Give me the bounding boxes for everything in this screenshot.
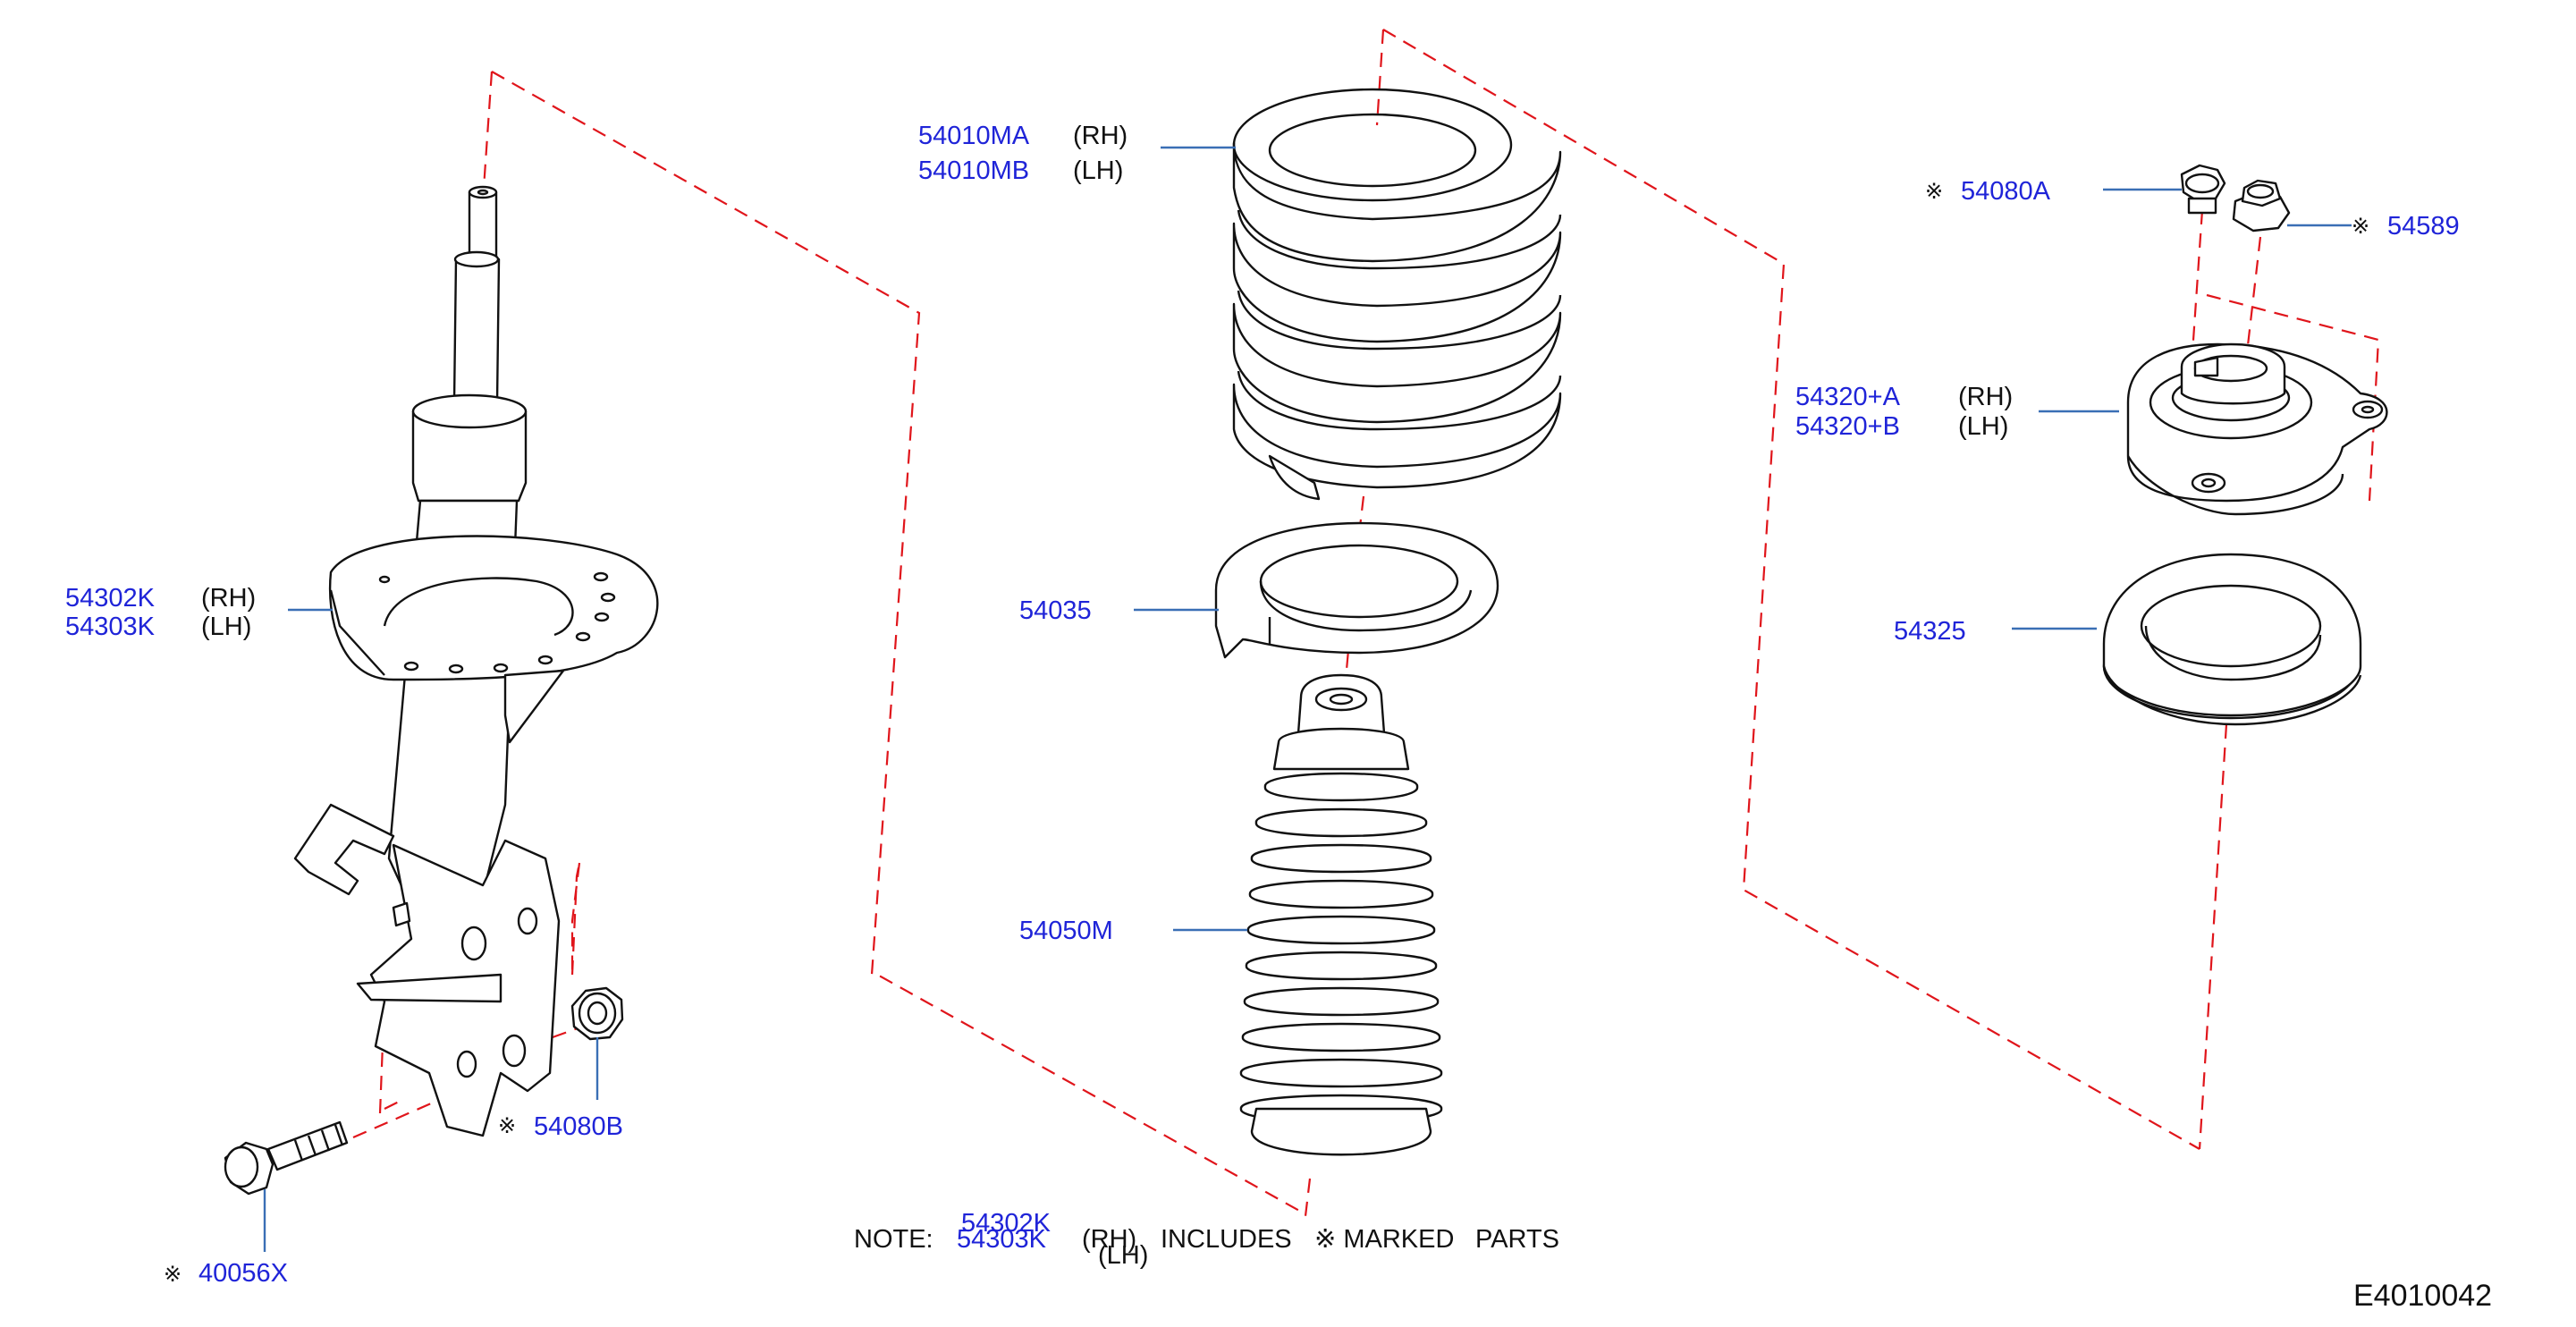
marker-symbol: ※ [498, 1114, 517, 1138]
bearing-54325-drawing [2102, 553, 2362, 726]
part-label-54010ma[interactable]: 54010MA [918, 122, 1030, 150]
note-prefix: NOTE: [854, 1225, 933, 1254]
part-label-54325[interactable]: 54325 [1894, 617, 1966, 646]
side-label-lh: (LH) [1958, 412, 2009, 441]
note-side-rh: (RH) [1082, 1225, 1137, 1254]
part-label-54080a[interactable]: 54080A [1961, 177, 2050, 206]
note-parts: PARTS [1475, 1225, 1560, 1254]
coil-spring-drawing [1232, 88, 1562, 501]
bumper-boot-54050m-drawing [1239, 673, 1443, 1156]
side-label-rh: (RH) [1073, 122, 1128, 150]
nut-54589-drawing [2232, 179, 2291, 232]
side-label-rh: (RH) [201, 584, 257, 613]
bolt-40056x-drawing [224, 1120, 349, 1196]
part-label-54010mb[interactable]: 54010MB [918, 156, 1030, 185]
spring-seat-54035-drawing [1214, 521, 1499, 659]
marker-symbol: ※ [1925, 180, 1944, 204]
part-label-54320b[interactable]: 54320+B [1795, 412, 1900, 441]
side-label-lh: (LH) [1073, 156, 1124, 185]
side-label-lh: (LH) [201, 613, 252, 641]
part-label-54050m[interactable]: 54050M [1019, 917, 1113, 945]
note-marked: ※ MARKED [1314, 1225, 1455, 1254]
nut-54080a-drawing [2180, 164, 2226, 215]
part-label-54302k[interactable]: 54302K [65, 584, 155, 613]
nut-54080b-drawing [570, 986, 624, 1041]
part-label-54080b[interactable]: 54080B [534, 1112, 623, 1141]
leader-lines [263, 146, 2352, 1252]
part-label-40056x[interactable]: 40056X [198, 1259, 288, 1288]
boot-bellows [1239, 772, 1443, 1156]
figure-code: E4010042 [2353, 1279, 2493, 1313]
spring-seat-holes [378, 571, 616, 674]
marker-symbol: ※ [164, 1263, 182, 1287]
marker-symbol: ※ [2352, 215, 2370, 239]
part-label-54589[interactable]: 54589 [2387, 212, 2460, 241]
part-label-54320a[interactable]: 54320+A [1795, 383, 1900, 411]
note-part-54302k[interactable]: 54302K [961, 1209, 1051, 1238]
note-part-54303k[interactable]: 54303K [957, 1225, 1046, 1254]
note-includes: INCLUDES [1161, 1225, 1292, 1254]
strut-mount-54320-drawing [2126, 342, 2388, 516]
side-label-rh: (RH) [1958, 383, 2014, 411]
part-label-54035[interactable]: 54035 [1019, 596, 1092, 625]
strut-assembly-drawing [293, 185, 659, 1137]
note-side-lh: (LH) [1098, 1241, 1149, 1270]
part-label-54303k[interactable]: 54303K [65, 613, 155, 641]
